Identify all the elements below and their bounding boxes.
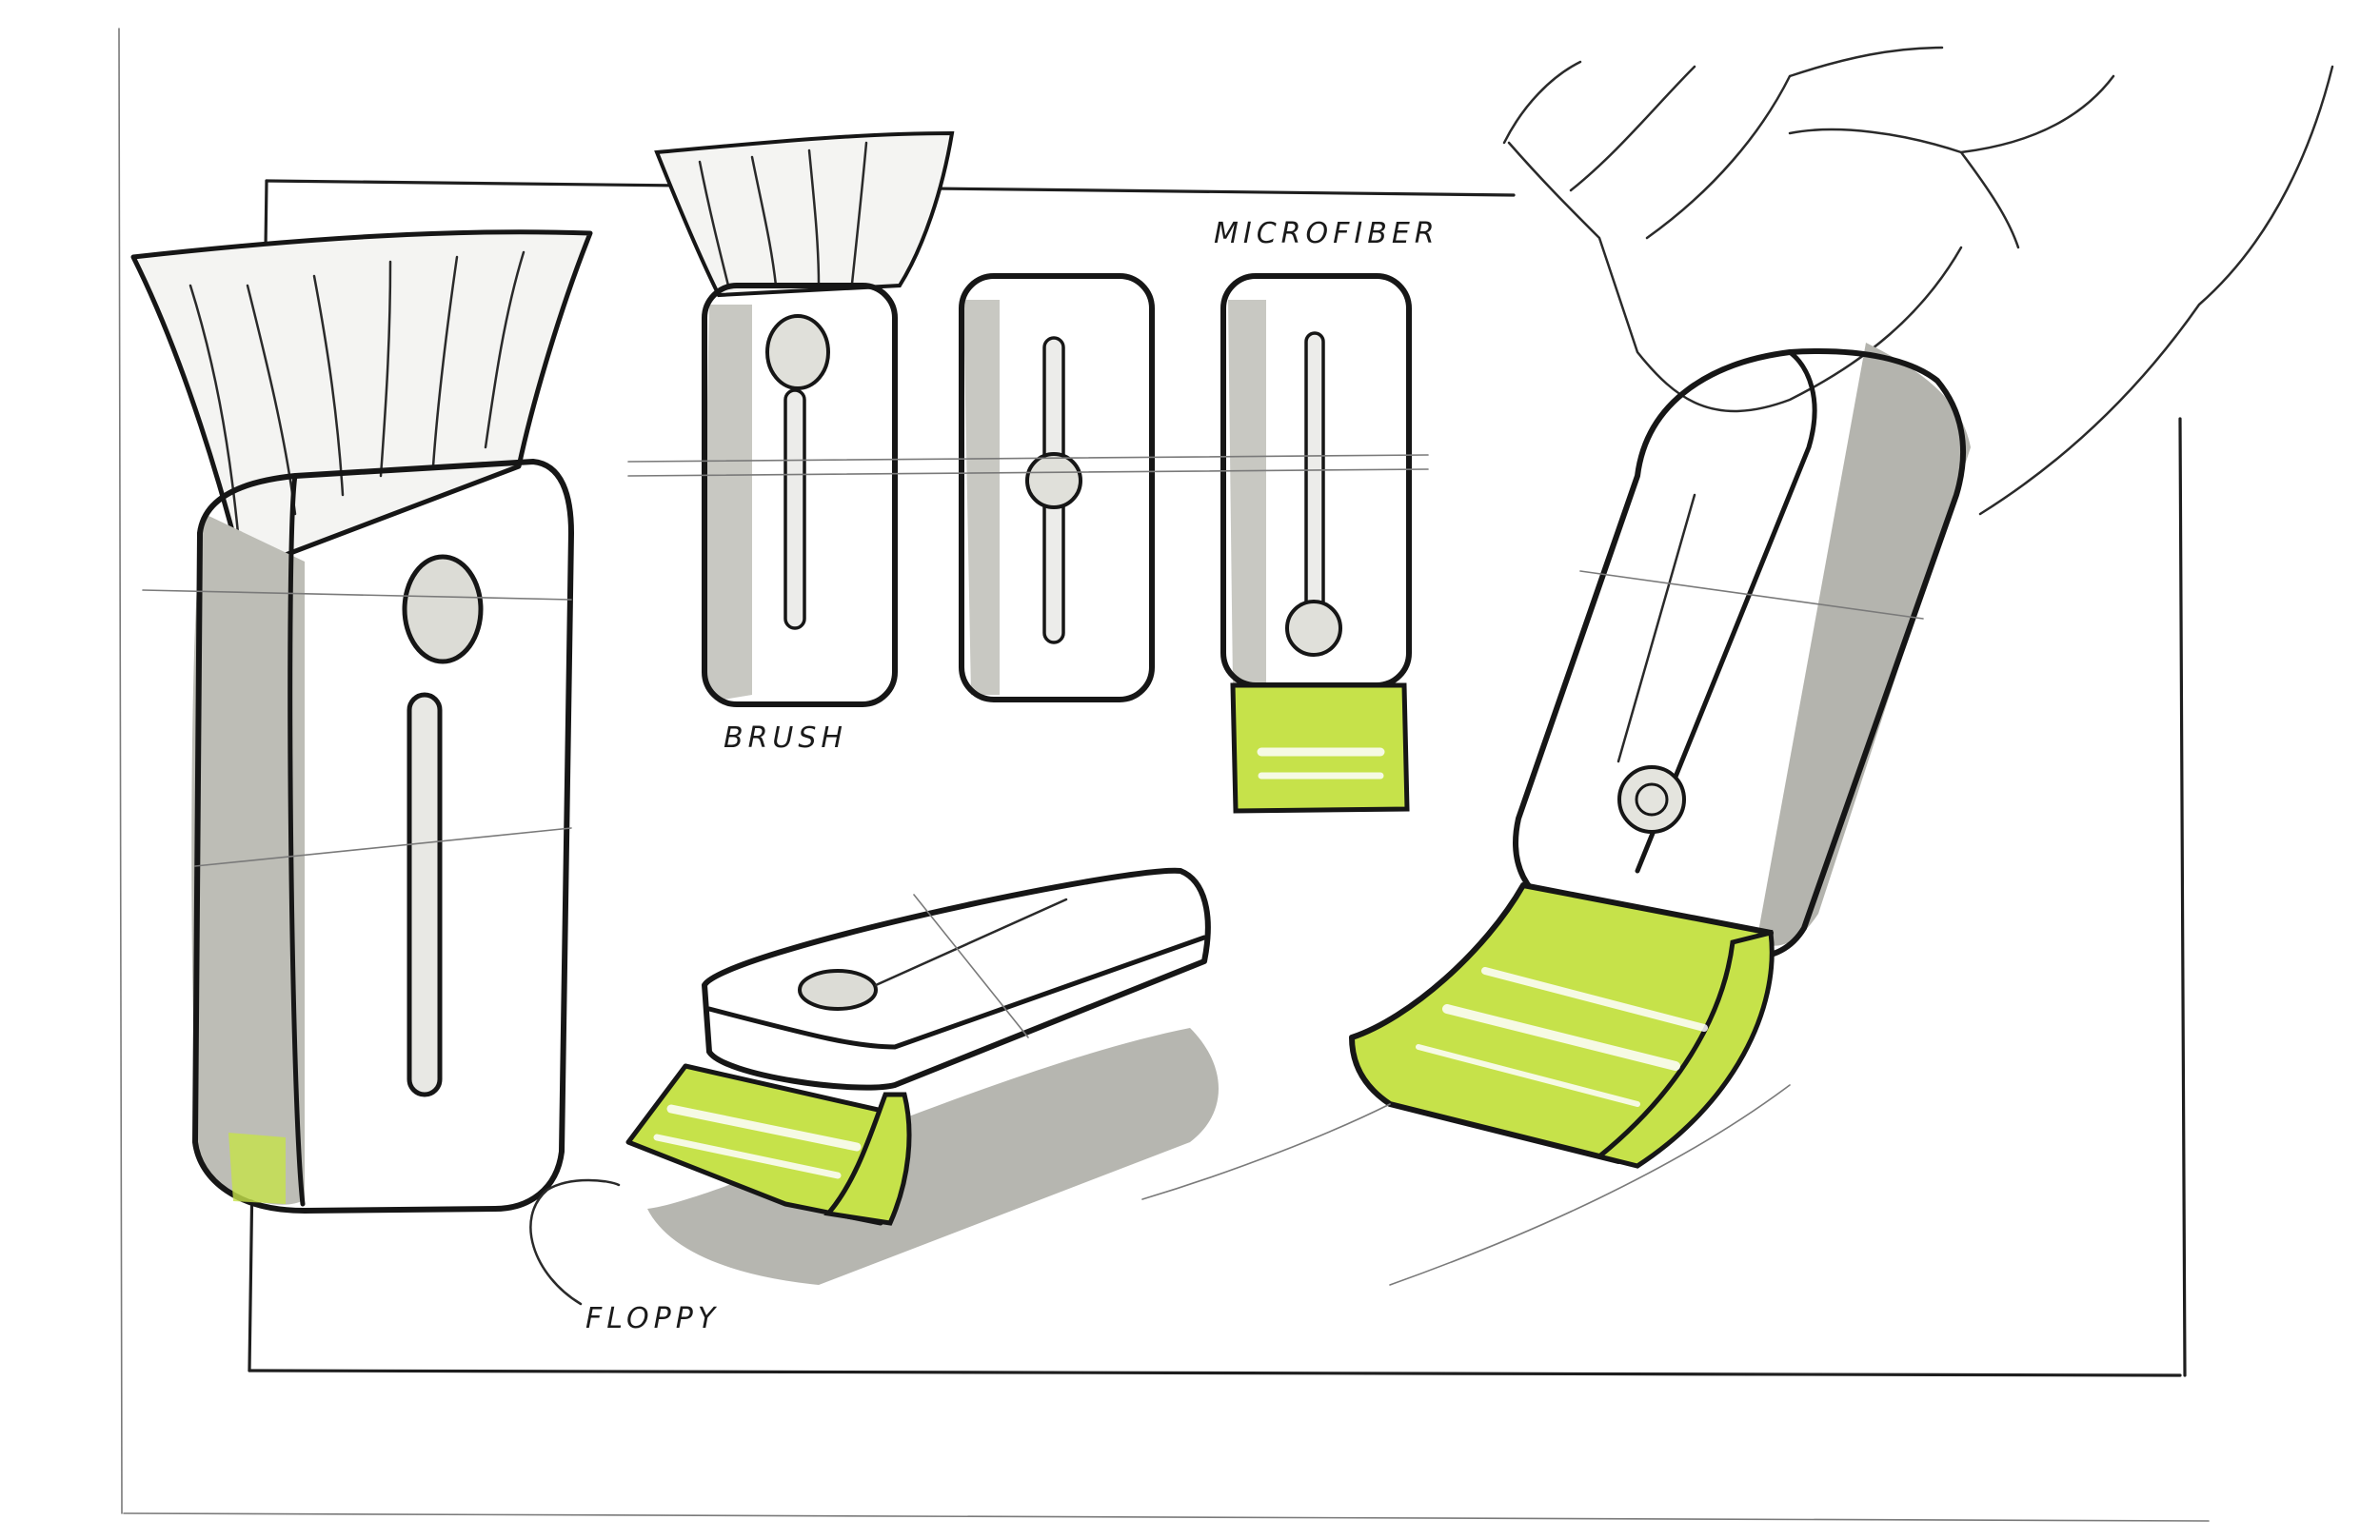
small-brush-bristles xyxy=(654,130,955,298)
small-view-brush xyxy=(654,130,955,707)
floppy-ground-shadow xyxy=(647,1028,1219,1285)
large-brush-shell-shadow xyxy=(191,514,305,1205)
label-floppy: FLOPPY xyxy=(585,1302,720,1335)
large-brush-device xyxy=(130,229,593,1214)
hand-held-device xyxy=(1141,46,2334,1286)
hand-outline xyxy=(1502,46,2334,516)
label-microfiber: MICROFIBER xyxy=(1214,217,1439,250)
small-neutral-body xyxy=(959,273,1155,702)
floppy-shell xyxy=(702,867,1211,1091)
large-brush-slider-track xyxy=(407,692,443,1097)
small-view-neutral xyxy=(959,273,1155,702)
small-brush-body xyxy=(702,283,898,707)
large-brush-slider-knob xyxy=(402,554,484,664)
floppy-device xyxy=(625,867,1219,1285)
small-view-microfiber xyxy=(1220,273,1412,814)
label-brush: BRUSH xyxy=(724,721,847,755)
